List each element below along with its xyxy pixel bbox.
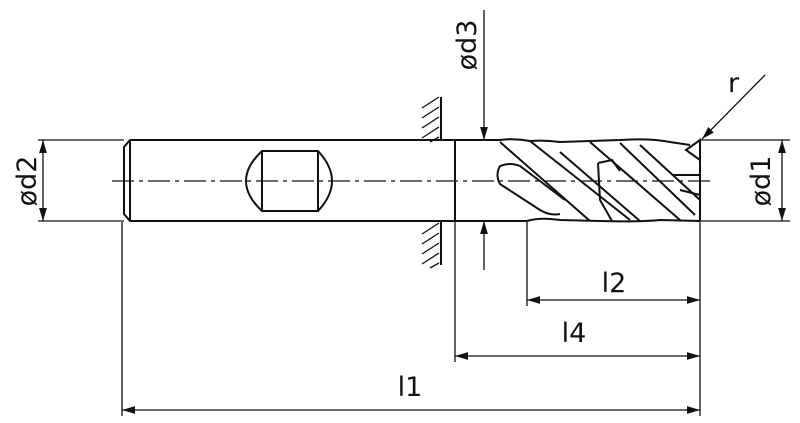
dimension-d1: ød1 [700,139,790,222]
dimension-r: r [701,68,766,140]
dimension-l1: l1 [122,372,700,414]
dimension-l4: l4 [455,318,700,360]
holder-wall [421,96,442,269]
label-d1: ød1 [746,156,777,207]
label-l4: l4 [562,318,587,349]
label-d2: ød2 [12,156,43,207]
label-d3: ød3 [452,20,483,71]
fluted-cutter [455,138,701,223]
label-l2: l2 [602,268,627,299]
dimension-d2: ød2 [12,139,124,222]
label-l1: l1 [398,372,423,403]
label-r: r [728,68,740,99]
dimension-d3: ød3 [452,10,488,270]
dimension-l2: l2 [527,268,700,304]
